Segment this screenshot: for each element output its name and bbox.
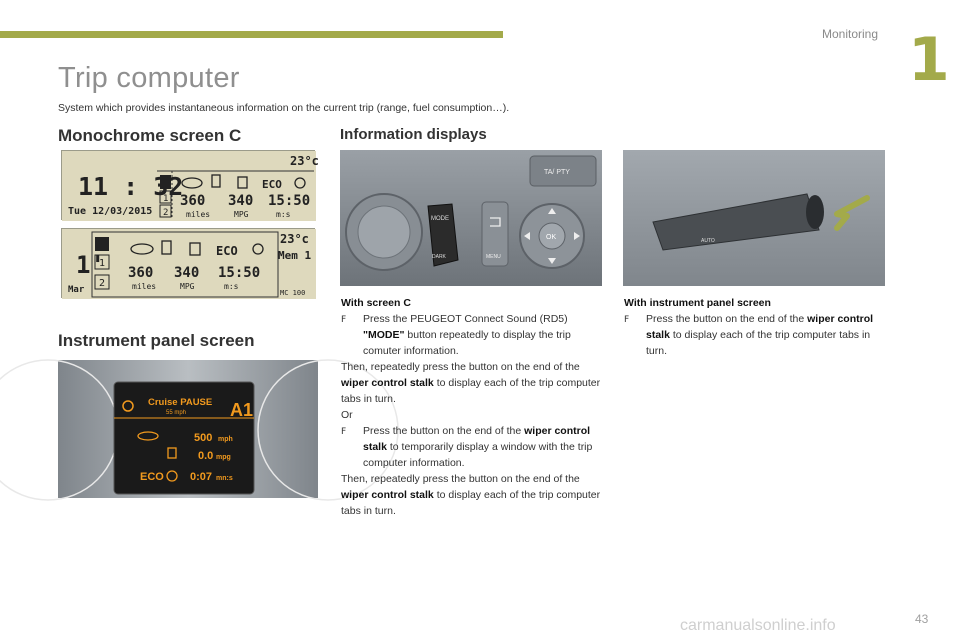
- stop-start-icon: [294, 177, 306, 189]
- instrument-unit-time: mn:s: [216, 475, 233, 482]
- cruise-speedometer-icon: [122, 400, 134, 412]
- stop-start-icon: [166, 470, 178, 482]
- gear-mode: A1: [230, 400, 253, 420]
- instrument-unit-range: mph: [218, 436, 233, 443]
- fuel-pump-icon: [161, 240, 172, 255]
- screen1-tab-1: 1: [163, 194, 168, 204]
- bullet-icon: F: [341, 427, 347, 437]
- instrument-value-range: 500: [194, 432, 212, 444]
- wiper-control-stalk-image: AUTO: [623, 150, 885, 286]
- screen2-unit-mpg: MPG: [180, 282, 195, 291]
- screen2-tab-1: 1: [99, 258, 105, 269]
- screen2-tab-2: 2: [99, 278, 105, 289]
- page-title: Trip computer: [58, 62, 240, 94]
- pointing-arrow-icon: [834, 195, 870, 231]
- heading-information-displays: Information displays: [340, 126, 487, 143]
- header-accent-bar: [0, 31, 503, 38]
- screen2-value-range: 360: [128, 265, 153, 281]
- fuel-consumption-icon: [167, 447, 177, 459]
- stop-start-icon: [252, 243, 264, 255]
- screen2-eco: ECO: [216, 244, 238, 258]
- dark-button-label: DARK: [432, 254, 447, 260]
- monochrome-screen-image-1: 23°c 11 : 32 Tue 12/03/2015 1 2 ECO 360 …: [61, 150, 319, 221]
- bullet-press-stalk-instrument: Press the button on the end of the wiper…: [646, 313, 874, 357]
- bullet-icon: F: [341, 315, 347, 325]
- screen2-value-mpg: 340: [174, 265, 199, 281]
- car-range-icon: [137, 431, 159, 441]
- fuel-consumption-icon: [189, 242, 201, 256]
- instrument-eco: ECO: [140, 471, 164, 483]
- bullet-icon: F: [624, 315, 630, 325]
- screen2-unit-ms: m:s: [224, 282, 239, 291]
- screen2-radio-band: MC 100: [280, 289, 305, 297]
- directional-arrows-icon: [524, 208, 580, 264]
- intro-text: System which provides instantaneous info…: [58, 102, 510, 114]
- screen-c-instructions: With screen C F Press the PEUGEOT Connec…: [341, 295, 606, 519]
- paragraph-repeat-press-1: Then, repeatedly press the button on the…: [341, 361, 601, 405]
- screen2-value-time: 15:50: [218, 265, 260, 281]
- instrument-value-time: 0:07: [190, 471, 212, 483]
- screen1-temp: 23°c: [290, 154, 319, 168]
- section-label: Monitoring: [822, 27, 879, 41]
- radio-control-panel-image: TA/ PTY MODE DARK MENU OK: [340, 150, 602, 286]
- menu-button-label: MENU: [486, 254, 501, 260]
- car-range-icon: [181, 177, 203, 189]
- screen2-temp: 23°c: [280, 232, 309, 246]
- mode-button-label: MODE: [431, 216, 449, 222]
- screen-c-heading: With screen C: [341, 297, 411, 309]
- instrument-value-consumption: 0.0: [198, 450, 213, 462]
- cruise-status: Cruise PAUSE: [148, 397, 212, 408]
- instrument-panel-image: Cruise PAUSE 55 mph A1 500 mph 0.0 mpg E…: [0, 359, 399, 501]
- screen2-time: 1': [76, 251, 105, 279]
- ta-pty-button-label: TA/ PTY: [544, 169, 570, 176]
- fuel-consumption-icon: [237, 176, 248, 189]
- screen1-value-mpg: 340: [228, 193, 253, 209]
- page-number: 43: [915, 612, 929, 626]
- screen1-unit-ms: m:s: [276, 210, 291, 219]
- paragraph-repeat-press-2: Then, repeatedly press the button on the…: [341, 473, 601, 517]
- watermark: carmanualsonline.info: [680, 617, 836, 634]
- screen1-unit-miles: miles: [186, 210, 210, 219]
- back-arrow-icon: [490, 217, 501, 227]
- bullet-press-mode: Press the PEUGEOT Connect Sound (RD5) "M…: [363, 313, 571, 357]
- car-range-icon: [130, 243, 154, 255]
- heading-monochrome-screen: Monochrome screen C: [58, 126, 242, 145]
- screen2-memory: Mem 1: [278, 249, 311, 262]
- bullet-press-stalk: Press the button on the end of the wiper…: [363, 425, 593, 469]
- monochrome-screen-image-2: 1 2 1' Mar 23°c Mem 1 ECO 360 340 15:50 …: [61, 228, 316, 299]
- ok-button-label: OK: [546, 234, 556, 241]
- instrument-panel-instructions: With instrument panel screen F Press the…: [624, 295, 882, 359]
- screen1-unit-mpg: MPG: [234, 210, 249, 219]
- screen1-value-time: 15:50: [268, 193, 310, 209]
- stalk-auto-label: AUTO: [701, 238, 715, 244]
- cruise-speed: 55 mph: [166, 410, 186, 416]
- heading-instrument-panel-screen: Instrument panel screen: [58, 331, 255, 350]
- screen2-unit-miles: miles: [132, 282, 156, 291]
- screen1-value-range: 360: [180, 193, 205, 209]
- screen1-eco: ECO: [262, 178, 282, 191]
- instrument-unit-consumption: mpg: [216, 454, 231, 461]
- chapter-number: 1: [908, 25, 950, 95]
- fuel-pump-icon: [211, 174, 221, 188]
- or-text: Or: [341, 409, 353, 421]
- instrument-panel-heading: With instrument panel screen: [624, 297, 771, 309]
- screen1-tab-2: 2: [163, 208, 168, 218]
- screen1-date: Tue 12/03/2015: [68, 206, 152, 217]
- screen2-date: Mar: [68, 285, 85, 295]
